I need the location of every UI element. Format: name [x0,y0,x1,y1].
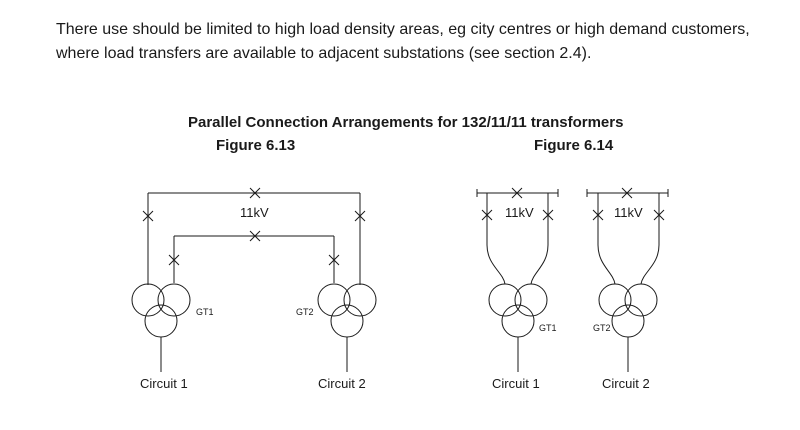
fig14-gt2-label: GT2 [593,323,611,333]
gt2-breaker-b-icon [328,254,340,266]
fig14-gt1-label: GT1 [539,323,557,333]
fig14-gt2-transformer-icon [598,283,658,338]
gt2-breaker-a-icon [354,210,366,222]
fig14-g2-breaker-b-icon [653,209,665,221]
gt1-transformer-icon [131,283,191,338]
fig14-circuit-2-label: Circuit 2 [602,376,650,391]
fig14-group-1: 11kV GT1 Circuit 1 [476,187,559,391]
gt1-breaker-a-icon [142,210,154,222]
gt1-breaker-b-icon [168,254,180,266]
figure-6-13-diagram: 11kV GT1 Circuit 1 GT2 Circuit 2 [131,187,377,391]
figure-6-14-diagram: 11kV GT1 Circuit 1 11kV [476,187,669,391]
figure-6-13-caption: Figure 6.13 [216,137,296,154]
fig14-g1-voltage-label: 11kV [505,205,534,220]
fig14-g2-voltage-label: 11kV [614,205,643,220]
busbar-voltage-label: 11kV [240,205,269,220]
circuit-1-label: Circuit 1 [140,376,188,391]
body-paragraph: There use should be limited to high load… [56,21,750,62]
gt1-label: GT1 [196,307,214,317]
gt2-transformer-icon [317,283,377,338]
bus-breaker-top-icon [249,187,261,199]
circuit-2-label: Circuit 2 [318,376,366,391]
fig14-g2-breaker-a-icon [592,209,604,221]
fig14-circuit-1-label: Circuit 1 [492,376,540,391]
bus-breaker-second-icon [249,230,261,242]
fig14-g1-breaker-a-icon [481,209,493,221]
fig14-g2-bus-breaker-icon [621,187,633,199]
figure-6-14-caption: Figure 6.14 [534,137,614,154]
fig14-g1-bus-breaker-icon [511,187,523,199]
fig14-group-2: 11kV GT2 Circuit 2 [586,187,669,391]
gt2-label: GT2 [296,307,314,317]
diagram-title: Parallel Connection Arrangements for 132… [188,114,624,131]
fig14-g1-breaker-b-icon [542,209,554,221]
